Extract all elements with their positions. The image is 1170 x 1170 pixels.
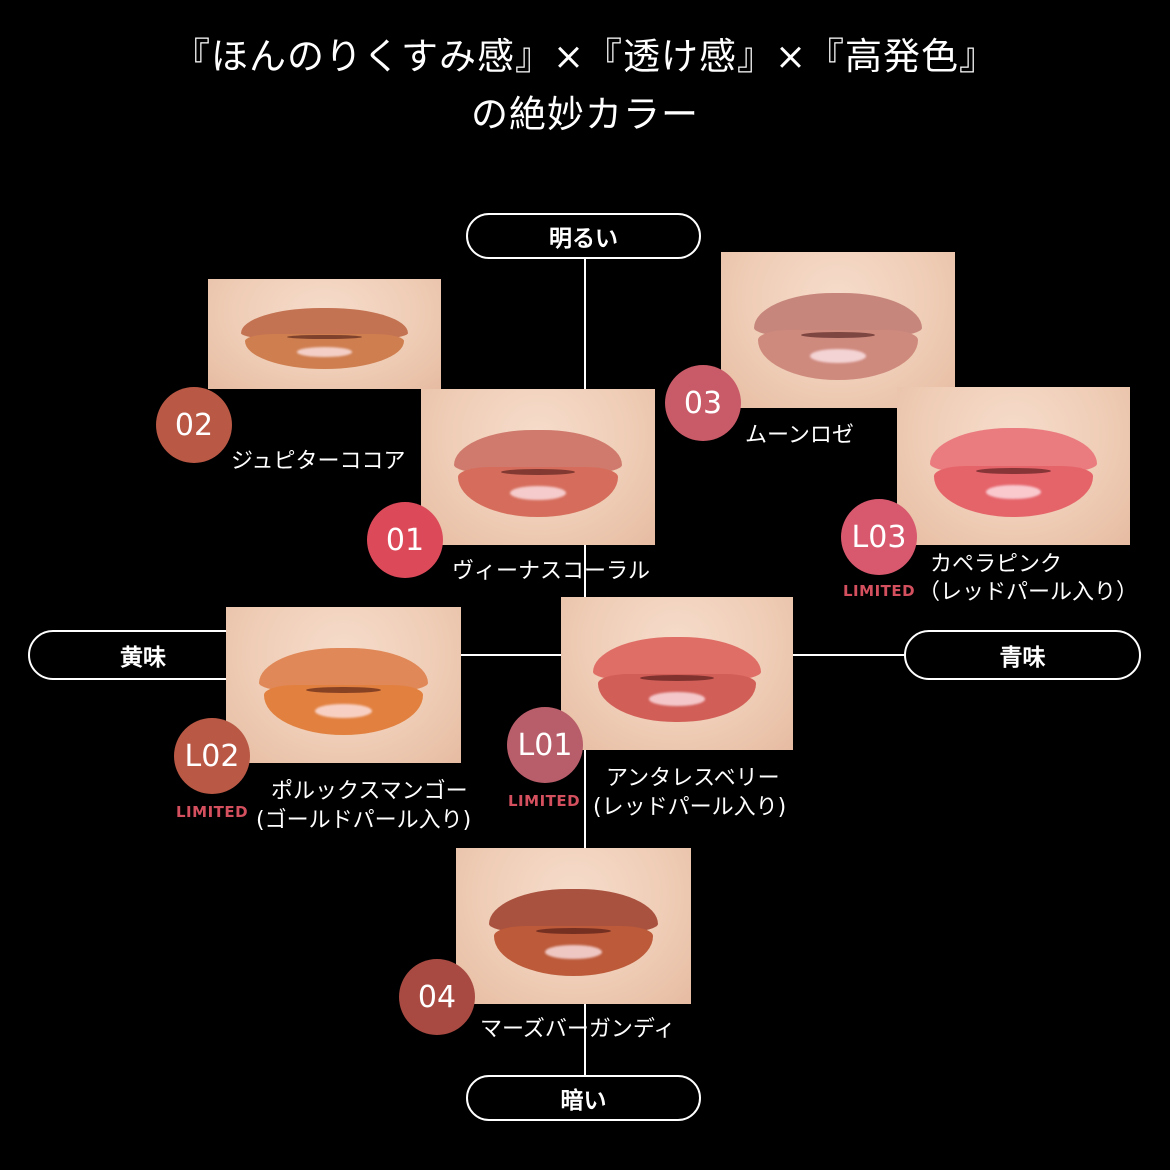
lip-swatch-03 [721,252,955,408]
shade-name-L03: カペラピンク [930,552,1063,577]
lip-swatch-02 [208,279,441,389]
shade-badge-L01: L01 [507,707,583,783]
shade-name-04: マーズバーガンディ [480,1017,676,1042]
shade-badge-L02: L02 [174,718,250,794]
shade-badge-03: 03 [665,365,741,441]
shade-name-02: ジュピターココア [231,449,406,474]
lip-swatch-L03 [897,387,1130,545]
limited-label-L03: LIMITED [843,582,916,600]
shade-name-L02-sub: (ゴールドパール入り) [256,808,472,833]
axis-label-dark: 暗い [466,1075,701,1121]
limited-label-L02: LIMITED [176,803,249,821]
shade-badge-04: 04 [399,959,475,1035]
lip-swatch-01 [421,389,655,545]
shade-name-L01: アンタレスベリー [606,766,780,791]
limited-label-L01: LIMITED [508,792,581,810]
axis-label-bright: 明るい [466,213,701,259]
axis-label-yellowish-text: 黄味 [120,645,166,671]
lip-swatch-L01 [561,597,793,750]
shade-name-03: ムーンロゼ [745,423,854,448]
shade-name-01: ヴィーナスコーラル [452,559,651,584]
lip-swatch-04 [456,848,691,1004]
headline-subtitle: の絶妙カラー [471,93,699,136]
shade-badge-02: 02 [156,387,232,463]
shade-name-L01-sub: (レッドパール入り) [593,795,787,820]
shade-name-L03-sub: （レッドパール入り） [918,580,1139,605]
shade-badge-L03: L03 [841,499,917,575]
lip-swatch-L02 [226,607,461,763]
shade-badge-01: 01 [367,502,443,578]
axis-label-bluish: 青味 [904,630,1141,680]
headline: 『ほんのりくすみ感』×『透け感』×『高発色』 [172,35,997,78]
shade-name-L02: ポルックスマンゴー [271,779,468,804]
